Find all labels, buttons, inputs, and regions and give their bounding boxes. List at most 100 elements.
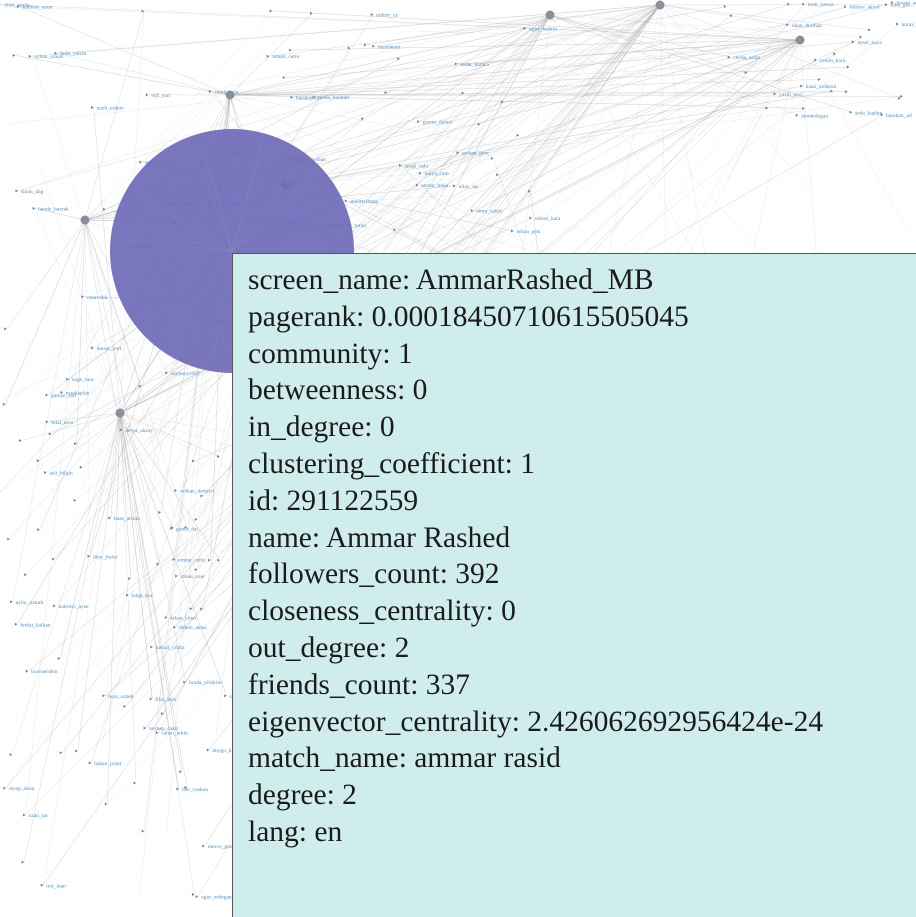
graph-node-marker[interactable] [470, 209, 474, 213]
graph-node-marker[interactable] [453, 184, 456, 188]
graph-node-marker[interactable] [4, 327, 7, 331]
graph-node-marker[interactable] [7, 537, 10, 541]
graph-hub-node[interactable] [80, 215, 90, 225]
graph-node-marker[interactable] [787, 2, 790, 6]
graph-node-marker[interactable] [312, 95, 316, 99]
graph-node-marker[interactable] [723, 5, 727, 9]
graph-node-marker[interactable] [176, 787, 179, 791]
graph-node-marker[interactable] [184, 786, 188, 790]
graph-node-marker[interactable] [88, 761, 92, 765]
graph-node-marker[interactable] [217, 455, 220, 459]
graph-node-marker[interactable] [845, 90, 848, 94]
graph-node-marker[interactable] [833, 52, 836, 56]
graph-node-marker[interactable] [141, 829, 145, 833]
graph-node-marker[interactable] [217, 558, 221, 562]
graph-node-marker[interactable] [123, 704, 127, 708]
graph-node-marker[interactable] [393, 228, 396, 232]
graph-node-marker[interactable] [456, 151, 460, 155]
graph-node-marker[interactable] [174, 488, 177, 492]
graph-node-marker[interactable] [74, 442, 77, 446]
graph-hub-node[interactable] [795, 35, 805, 45]
graph-node-marker[interactable] [200, 607, 203, 611]
graph-node-marker[interactable] [729, 14, 733, 18]
graph-node-marker[interactable] [500, 100, 504, 104]
graph-node-marker[interactable] [896, 22, 899, 26]
graph-node-marker[interactable] [164, 616, 168, 620]
graph-node-marker[interactable] [75, 749, 78, 753]
graph-node-marker[interactable] [40, 883, 44, 887]
graph-hub-node[interactable] [545, 10, 555, 20]
graph-node-marker[interactable] [87, 554, 91, 558]
graph-node-marker[interactable] [79, 465, 83, 469]
graph-node-marker[interactable] [128, 577, 131, 581]
graph-node-marker[interactable] [202, 844, 205, 848]
graph-node-marker[interactable] [171, 526, 174, 530]
graph-node-marker[interactable] [859, 35, 863, 39]
graph-node-marker[interactable] [158, 510, 161, 514]
graph-node-marker[interactable] [17, 5, 20, 9]
graph-node-marker[interactable] [282, 76, 286, 80]
graph-node-marker[interactable] [149, 697, 153, 701]
graph-node-marker[interactable] [91, 346, 94, 350]
graph-node-marker[interactable] [898, 96, 901, 100]
graph-node-marker[interactable] [900, 94, 903, 98]
graph-node-marker[interactable] [817, 77, 821, 81]
graph-node-marker[interactable] [266, 54, 270, 58]
graph-node-marker[interactable] [384, 91, 388, 95]
graph-node-marker[interactable] [57, 657, 61, 661]
graph-node-marker[interactable] [773, 92, 777, 96]
graph-node-marker[interactable] [208, 90, 212, 94]
graph-node-marker[interactable] [344, 199, 348, 203]
graph-node-marker[interactable] [800, 84, 803, 88]
graph-node-marker[interactable] [66, 377, 69, 381]
graph-node-marker[interactable] [206, 748, 210, 752]
graph-hub-node[interactable] [655, 0, 665, 10]
graph-node-marker[interactable] [104, 802, 108, 806]
graph-node-marker[interactable] [802, 106, 805, 110]
graph-node-marker[interactable] [372, 44, 375, 48]
graph-node-marker[interactable] [102, 694, 105, 698]
graph-node-marker[interactable] [191, 892, 195, 896]
graph-node-marker[interactable] [802, 2, 805, 6]
graph-node-marker[interactable] [419, 171, 422, 175]
graph-node-marker[interactable] [161, 712, 164, 716]
graph-node-marker[interactable] [183, 680, 186, 684]
graph-node-marker[interactable] [45, 420, 49, 424]
graph-node-marker[interactable] [529, 216, 532, 220]
graph-node-marker[interactable] [143, 726, 147, 730]
graph-node-marker[interactable] [224, 694, 227, 698]
graph-node-marker[interactable] [133, 781, 137, 785]
graph-node-marker[interactable] [3, 786, 6, 790]
graph-node-marker[interactable] [844, 5, 847, 9]
graph-node-marker[interactable] [108, 516, 111, 520]
graph-node-marker[interactable] [194, 517, 198, 521]
graph-node-marker[interactable] [868, 28, 871, 32]
graph-node-marker[interactable] [12, 53, 16, 57]
graph-node-marker[interactable] [417, 120, 420, 124]
graph-node-marker[interactable] [139, 160, 142, 164]
graph-node-marker[interactable] [461, 91, 465, 95]
graph-node-marker[interactable] [310, 11, 313, 15]
graph-node-marker[interactable] [126, 593, 129, 597]
graph-node-marker[interactable] [516, 133, 520, 137]
graph-node-marker[interactable] [172, 557, 176, 561]
graph-node-marker[interactable] [138, 384, 142, 388]
graph-node-marker[interactable] [496, 173, 499, 177]
graph-node-marker[interactable] [880, 113, 884, 117]
graph-node-marker[interactable] [36, 459, 40, 463]
graph-node-marker[interactable] [32, 206, 36, 210]
graph-node-marker[interactable] [891, 1, 894, 5]
graph-node-marker[interactable] [189, 607, 193, 611]
graph-node-marker[interactable] [73, 498, 77, 502]
graph-node-marker[interactable] [370, 13, 374, 17]
graph-node-marker[interactable] [44, 470, 47, 474]
graph-node-marker[interactable] [37, 528, 40, 532]
graph-node-marker[interactable] [53, 604, 56, 608]
graph-node-marker[interactable] [347, 46, 351, 50]
graph-node-marker[interactable] [195, 895, 199, 899]
graph-node-marker[interactable] [765, 106, 769, 110]
graph-node-marker[interactable] [150, 645, 153, 649]
graph-node-marker[interactable] [399, 163, 402, 167]
graph-node-marker[interactable] [744, 71, 748, 75]
graph-node-marker[interactable] [523, 26, 527, 30]
